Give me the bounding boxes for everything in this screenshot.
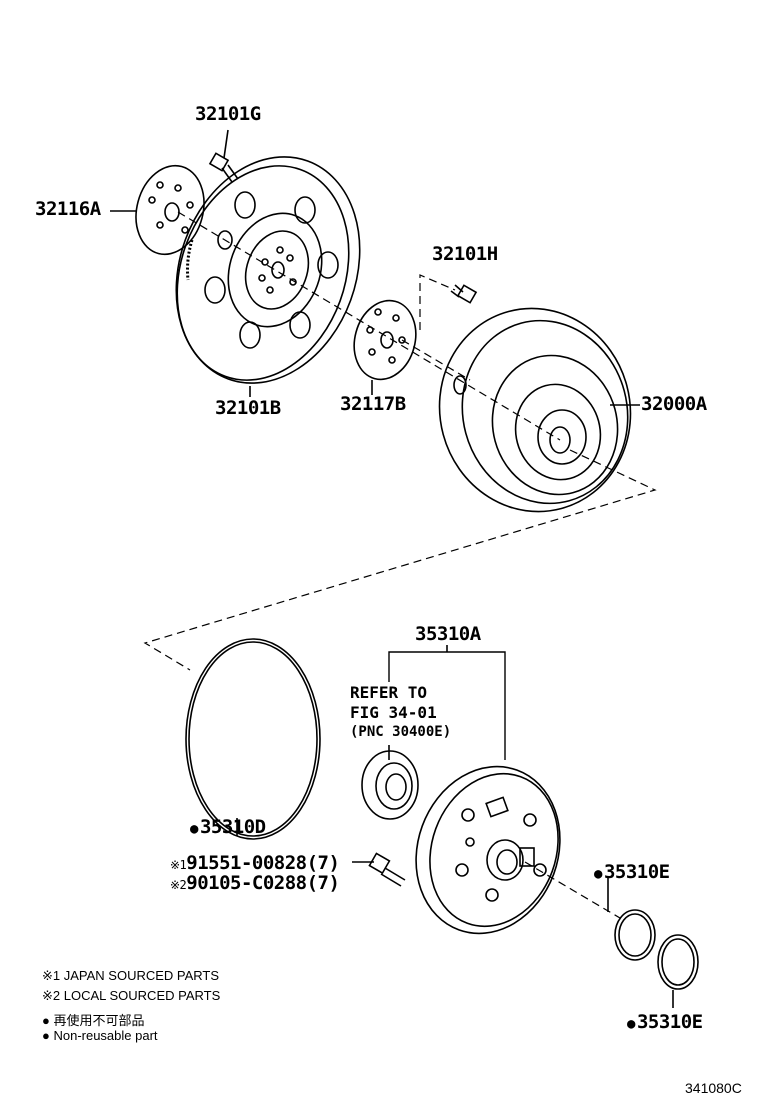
assembly-lines: [143, 211, 657, 919]
refer-line-1: REFER TO: [350, 683, 428, 702]
torque-converter-32000A: [438, 307, 632, 513]
part-number: 35310E: [603, 861, 670, 883]
label-32000A: 32000A: [641, 393, 707, 415]
part-number: 90105-C0288(7): [186, 872, 340, 894]
oil-pump-35310A: [415, 765, 561, 935]
label-32117B: 32117B: [340, 393, 406, 415]
o-ring-35310D: [185, 638, 321, 840]
label-35310E-2: 35310E: [627, 1011, 703, 1033]
bolt-part-1: ※191551-00828(7): [170, 852, 340, 874]
bolt-32101H: [450, 284, 478, 304]
spacer-32116A: [135, 164, 205, 256]
label-32101H: 32101H: [432, 243, 498, 265]
bullet-icon: ●: [42, 1013, 54, 1028]
mark: ※2: [170, 878, 187, 892]
label-35310D: 35310D: [190, 816, 266, 838]
part-number: 91551-00828(7): [186, 852, 340, 874]
legend-nonreusable-jp: ● 再使用不可部品: [42, 1010, 144, 1029]
o-ring-35310E-1: [614, 909, 656, 961]
oil-seal: [361, 750, 419, 820]
legend-nonreusable-en: ● Non-reusable part: [42, 1028, 158, 1043]
bullet-icon: ●: [42, 1028, 54, 1043]
figure-id: 341080C: [685, 1080, 742, 1096]
o-ring-35310E-2: [657, 934, 699, 990]
pump-bolt: [368, 852, 406, 887]
bolt-32101G: [208, 152, 239, 183]
legend-local: ※2 LOCAL SOURCED PARTS: [42, 988, 221, 1003]
drive-plate-32101B: [175, 156, 361, 384]
label-32116A: 32116A: [35, 198, 101, 220]
text: Non-reusable part: [53, 1028, 158, 1043]
part-number: 35310E: [636, 1011, 703, 1033]
refer-line-3: (PNC 30400E): [350, 724, 452, 740]
label-35310A: 35310A: [415, 623, 481, 645]
label-35310E-1: 35310E: [594, 861, 670, 883]
mark: ※1: [170, 858, 187, 872]
bolt-part-2: ※290105-C0288(7): [170, 872, 340, 894]
part-number: 35310D: [199, 816, 266, 838]
refer-line-2: FIG 34-01: [350, 703, 437, 722]
label-32101B: 32101B: [215, 397, 281, 419]
text: 再使用不可部品: [53, 1013, 145, 1028]
plate-32117B: [353, 299, 417, 381]
legend-japan: ※1 JAPAN SOURCED PARTS: [42, 968, 220, 983]
label-32101G: 32101G: [195, 103, 261, 125]
